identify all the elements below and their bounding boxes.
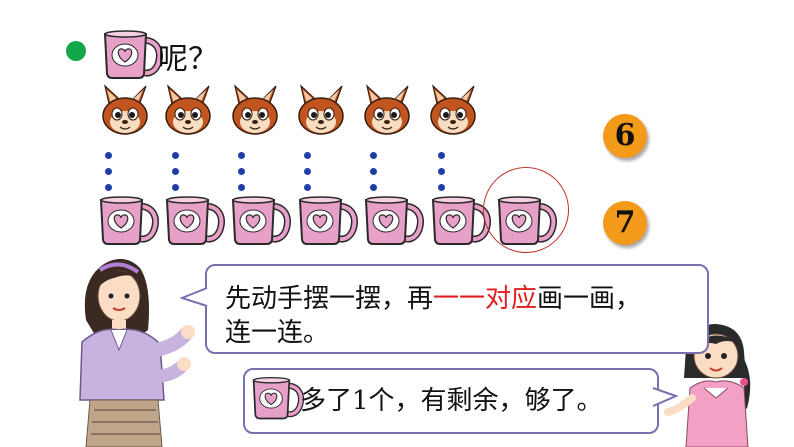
mug-icon <box>363 194 425 248</box>
question-text: 呢？ <box>158 42 218 77</box>
answer-text: 多了1个，有剩余，够了。 <box>300 386 603 416</box>
mug-icon <box>102 28 164 82</box>
teacher-illustration <box>79 258 195 447</box>
mug-icon <box>98 194 160 248</box>
connection-dot <box>438 152 445 159</box>
connection-dot <box>238 152 245 159</box>
instruction-line-2: 连一连。 <box>225 318 330 348</box>
mug-icon <box>251 375 305 422</box>
instruction-part-a: 先动手摆一摆，再 <box>225 284 434 314</box>
connection-dot <box>370 168 377 175</box>
instruction-part-b: 画一画， <box>537 284 642 314</box>
connection-dot <box>304 184 311 191</box>
teacher-speech-bubble: 先动手摆一摆，再一一对应画一画， 连一连。 <box>205 264 709 354</box>
instruction-emphasis: 一一对应 <box>433 284 538 314</box>
connection-dot <box>438 184 445 191</box>
squirrel-icon <box>232 85 278 135</box>
connection-dot <box>238 168 245 175</box>
connection-dot <box>238 184 245 191</box>
squirrel-icon <box>430 85 476 135</box>
squirrel-count-badge: 6 <box>603 114 647 158</box>
connection-dot <box>304 168 311 175</box>
connection-dot <box>105 168 112 175</box>
girl-bubble-tail <box>652 387 678 407</box>
connection-dot <box>172 184 179 191</box>
mug-count-badge: 7 <box>603 201 647 245</box>
instruction-line-1: 先动手摆一摆，再一一对应画一画， <box>225 278 641 315</box>
squirrel-icon <box>102 85 148 135</box>
connection-dot <box>304 152 311 159</box>
squirrel-icon <box>298 85 344 135</box>
connection-dot <box>370 184 377 191</box>
connection-dot <box>105 184 112 191</box>
green-bullet-icon <box>66 41 86 61</box>
mug-icon <box>230 194 292 248</box>
connection-dot <box>172 168 179 175</box>
teacher-bubble-tail <box>180 287 208 307</box>
squirrel-icon <box>165 85 211 135</box>
extra-mug-circle <box>483 167 569 253</box>
girl-speech-bubble: 多了1个，有剩余，够了。 <box>243 368 659 434</box>
mug-icon <box>164 194 226 248</box>
squirrel-icon <box>364 85 410 135</box>
connection-dot <box>370 152 377 159</box>
connection-dot <box>105 152 112 159</box>
connection-dot <box>438 168 445 175</box>
connection-dot <box>172 152 179 159</box>
mug-icon <box>297 194 359 248</box>
